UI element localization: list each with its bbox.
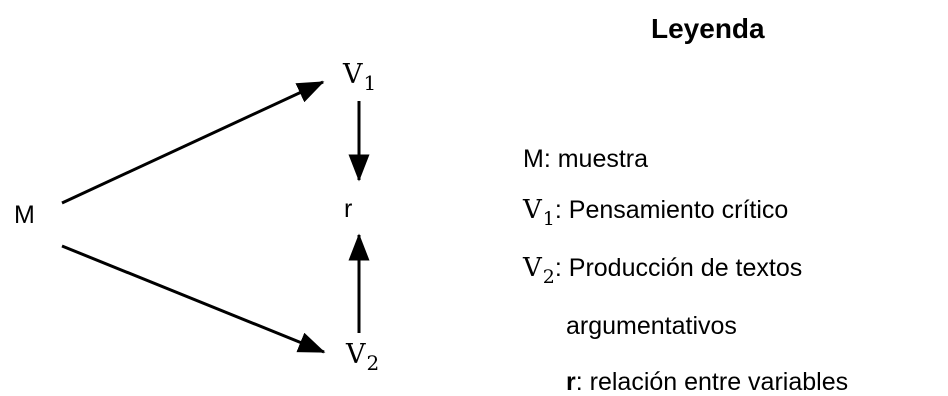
legend-v2-text: : Producción de textos xyxy=(554,254,803,282)
legend-item-v2-continuation: argumentativos xyxy=(566,312,737,340)
legend-v1-base: V xyxy=(523,195,542,225)
legend-v2-symbol: V2 xyxy=(523,253,555,287)
legend-v2-base: V xyxy=(523,253,542,283)
node-m: M xyxy=(14,201,35,229)
node-v2: V2 xyxy=(346,341,379,373)
legend-item-v2: V2: Producción de textos xyxy=(523,255,802,287)
legend-item-r: r: relación entre variables xyxy=(566,370,848,395)
node-v1: V1 xyxy=(343,61,376,93)
node-v2-base: V xyxy=(346,339,366,370)
arrow-m-to-v1 xyxy=(61,80,325,205)
legend-v1-subscript: 1 xyxy=(542,208,555,230)
arrow-m-to-v2 xyxy=(61,244,326,354)
legend-v2-subscript: 2 xyxy=(542,266,555,288)
legend-r-text: : relación entre variables xyxy=(575,368,849,396)
legend-item-m: M: muestra xyxy=(523,145,649,173)
legend-r-symbol: r xyxy=(566,368,576,396)
legend-title: Leyenda xyxy=(651,13,765,44)
legend-v1-text: : Pensamiento crítico xyxy=(554,196,789,224)
legend-item-v1: V1: Pensamiento crítico xyxy=(523,197,788,229)
node-v1-base: V xyxy=(343,59,363,90)
legend-v1-symbol: V1 xyxy=(523,195,555,229)
node-v1-subscript: 1 xyxy=(363,71,377,95)
node-v2-subscript: 2 xyxy=(366,351,380,375)
node-r: r xyxy=(344,195,353,223)
